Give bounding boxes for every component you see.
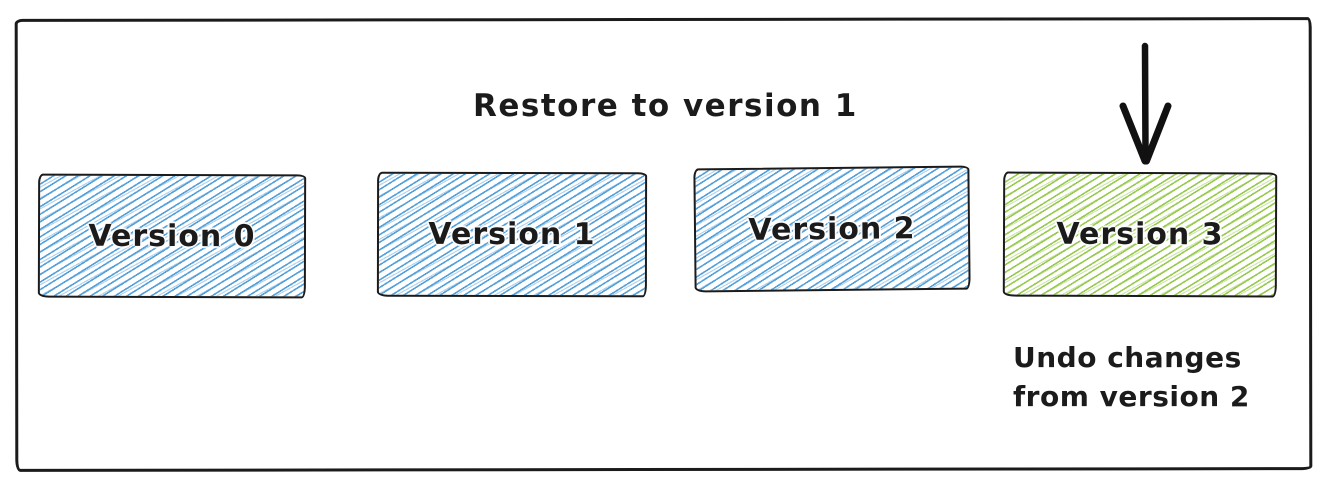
- annotation-line-1: Undo changes: [1013, 341, 1242, 374]
- version-box-1-label: Version 1: [428, 216, 596, 253]
- version-box-1: Version 1: [376, 171, 648, 298]
- version-box-3: Version 3: [1002, 171, 1278, 298]
- version-box-2: Version 2: [693, 165, 971, 293]
- diagram-title: Restore to version 1: [473, 88, 858, 124]
- annotation-line-2: from version 2: [1013, 380, 1250, 413]
- annotation: Undo changes from version 2: [1013, 338, 1250, 416]
- down-arrow-icon: [1119, 42, 1172, 165]
- version-box-0-label: Version 0: [88, 218, 256, 254]
- version-box-3-label: Version 3: [1056, 216, 1224, 253]
- version-box-2-label: Version 2: [748, 210, 916, 248]
- version-box-0: Version 0: [37, 173, 307, 299]
